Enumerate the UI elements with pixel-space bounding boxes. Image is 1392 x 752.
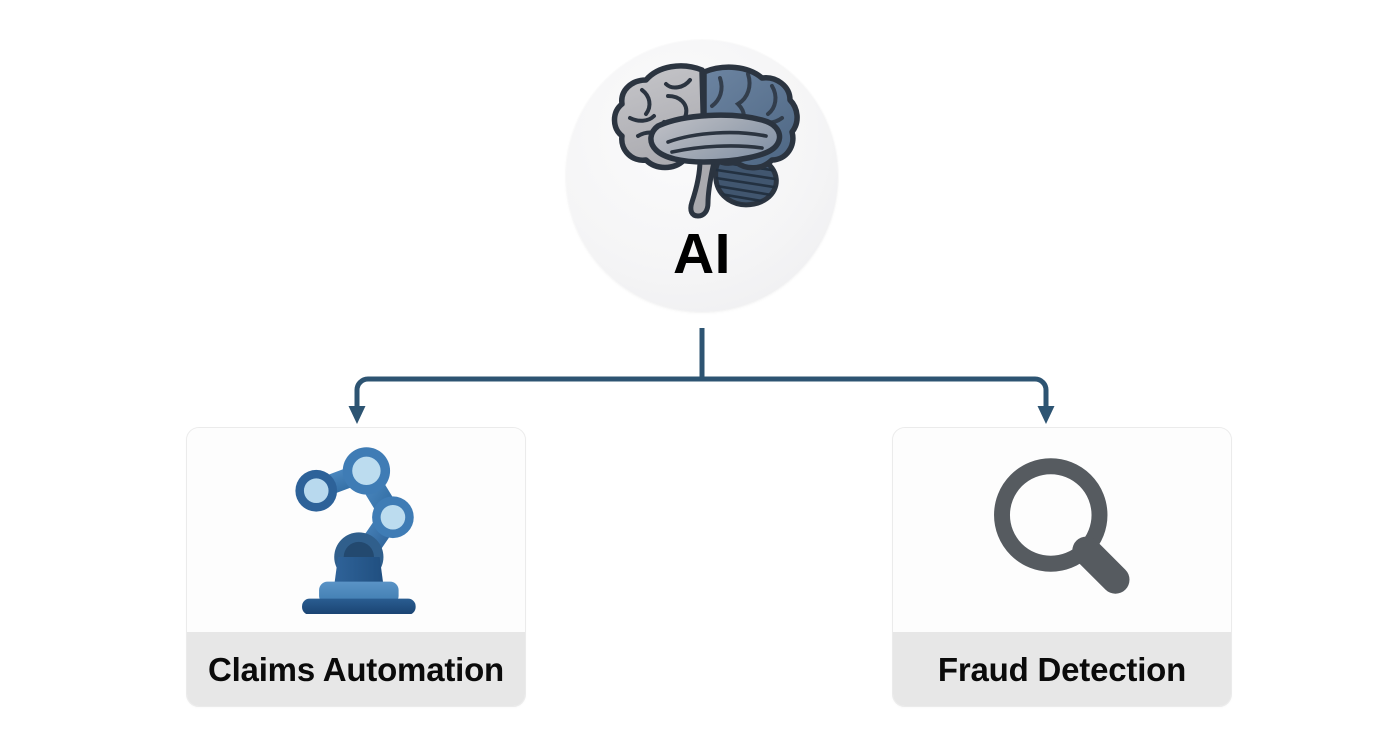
card-label-band: Claims Automation: [187, 632, 525, 706]
magnifier-icon: [987, 451, 1137, 609]
arrowhead-left: [348, 406, 366, 424]
card-label-claims-automation: Claims Automation: [207, 650, 505, 688]
root-node-label: AI: [673, 222, 731, 286]
card-icon-area: [187, 428, 525, 632]
connector-bus-left: [354, 376, 702, 409]
card-label-band: Fraud Detection: [893, 632, 1231, 706]
node-card-fraud-detection[interactable]: Fraud Detection: [892, 427, 1232, 707]
connector-bus-right: [702, 376, 1049, 409]
root-node-ai[interactable]: AI: [566, 40, 838, 312]
node-card-claims-automation[interactable]: Claims Automation: [186, 427, 526, 707]
arrowhead-right: [1037, 406, 1055, 424]
brain-icon: [596, 56, 808, 224]
robot-arm-icon: [285, 446, 427, 614]
card-label-fraud-detection: Fraud Detection: [937, 650, 1187, 688]
card-icon-area: [893, 428, 1231, 632]
